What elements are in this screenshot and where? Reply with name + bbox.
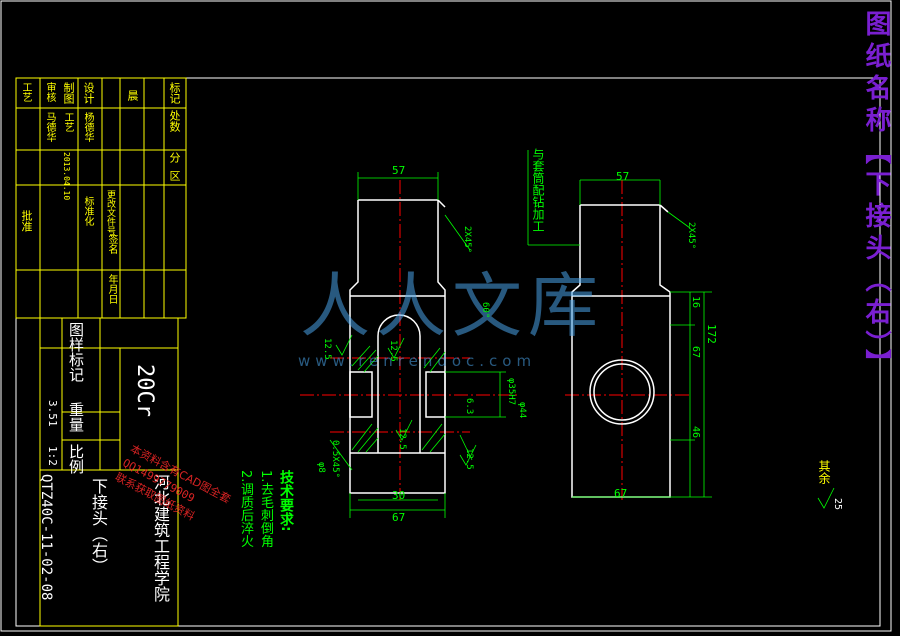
watermark-logo: 人人文库 xyxy=(300,265,604,347)
remainder-roughness: 25 xyxy=(832,498,843,511)
dim-top-width-right: 57 xyxy=(616,170,630,183)
chamfer-left: 2X45° xyxy=(462,226,472,254)
chamfer-right: 2X45° xyxy=(686,222,696,250)
material: 20Cr xyxy=(132,364,157,417)
tech-req-item-2: 2.调质后淬火 xyxy=(238,470,253,548)
dim-rough-2: 12.5 xyxy=(388,340,398,362)
dim-inner-width: 30 xyxy=(392,489,406,502)
dim-outer-dia: φ44 xyxy=(517,402,527,419)
title-block-std-name: 标准化 xyxy=(82,196,93,226)
title-block-row-count: 处数 xyxy=(168,110,181,132)
note-drill-with-sleeve: 与套筒配钻加工 xyxy=(531,148,545,232)
remainder-label: 其余 xyxy=(817,460,831,484)
title-block-row-fen: 分 xyxy=(168,152,181,163)
roughness-symbols xyxy=(335,334,835,509)
title-block-designer: 晨 xyxy=(126,90,139,101)
title-block-design-name: 杨德华 xyxy=(82,112,93,142)
title-block-process-name: 工艺 xyxy=(62,112,73,132)
title-block-process-label: 工艺 xyxy=(20,82,31,102)
dim-bottom-width-right: 67 xyxy=(614,487,628,500)
dim-height-c: 46 xyxy=(690,426,701,439)
header-weight: 重量 xyxy=(67,402,85,432)
title-block-row-date: 年月日 xyxy=(106,274,117,304)
dim-rough-4: 12.5 xyxy=(464,448,474,470)
tech-req-item-1: 1.去毛刺倒角 xyxy=(258,470,273,548)
school-name: 河北建筑工程学院 xyxy=(151,474,170,602)
section-hatching xyxy=(351,345,446,453)
title-block-row-sign: 签名 xyxy=(106,234,117,254)
dim-bottom-width-left: 67 xyxy=(392,511,406,524)
title-block-review-label: 审核 xyxy=(44,82,55,102)
front-view-outline xyxy=(349,199,446,494)
dim-top-width-left: 57 xyxy=(392,164,406,177)
title-block-designer-label: 设计 xyxy=(82,82,95,104)
drawing-number: QTZ40C-11-02-08 xyxy=(38,474,54,601)
centerlines xyxy=(300,180,690,500)
drawing-title: 图纸名称【下接头（右）】 xyxy=(861,10,891,381)
title-block-drafter-label: 制图 xyxy=(62,82,75,104)
part-name: 下接头（右） xyxy=(89,478,108,574)
sheet-count: 1 xyxy=(46,420,59,427)
header-scale: 比例 xyxy=(67,444,85,474)
dim-height-b: 67 xyxy=(690,346,701,359)
title-block-approve-label: 批准 xyxy=(20,210,33,232)
small-note: 6.3 xyxy=(464,398,474,415)
title-block-row-mark: 标记 xyxy=(168,82,181,104)
dim-bore-dia: φ35H7 xyxy=(506,378,516,406)
watermark-url: www.renrendoc.com xyxy=(298,352,537,370)
dimension-lines xyxy=(329,150,712,518)
title-block-date: 2013.04.10 xyxy=(62,152,71,201)
angle-note: 60° xyxy=(480,302,490,319)
dim-height-a: 16 xyxy=(690,296,701,309)
title-block-checker: 马德华 xyxy=(44,112,55,142)
side-view-outline xyxy=(571,204,671,498)
header-drawing-mark: 图样标记 xyxy=(67,322,85,382)
tech-req-heading: 技术要求: xyxy=(278,470,294,532)
chamfer-hole: 0.5X45° xyxy=(330,440,340,478)
dim-rough-1: 12.5 xyxy=(322,338,332,360)
hole-note: φ8 xyxy=(316,462,326,473)
scale-value: 1:2 xyxy=(46,446,59,466)
title-block-row-change-doc: 更改文件号 xyxy=(105,190,115,235)
weight-value: 3.5 xyxy=(46,400,59,420)
dim-height-total: 172 xyxy=(705,324,718,344)
title-block-row-zone: 区 xyxy=(168,170,181,181)
title-block-grid xyxy=(15,77,187,627)
dim-rough-3: 12.5 xyxy=(397,428,407,450)
sheet-border-inner xyxy=(15,77,881,627)
